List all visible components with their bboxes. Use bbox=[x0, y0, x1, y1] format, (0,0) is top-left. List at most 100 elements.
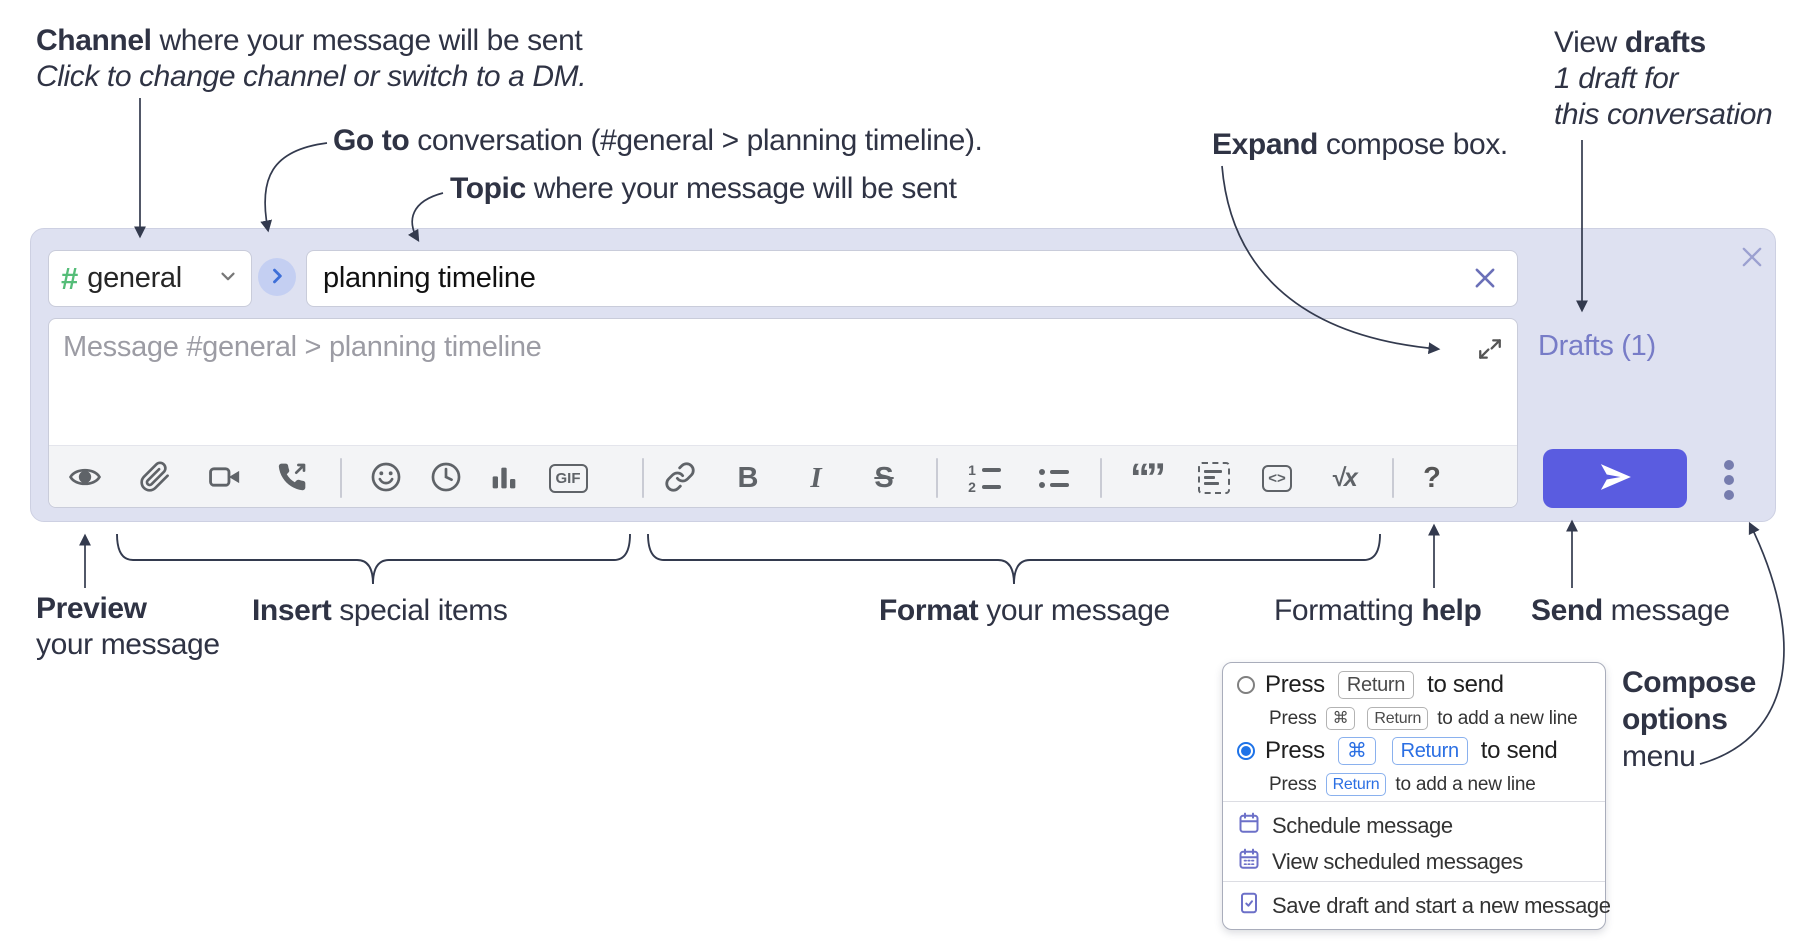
math-icon: √x bbox=[1331, 463, 1358, 492]
bar-chart-icon bbox=[488, 461, 520, 496]
topic-clear-button[interactable] bbox=[1468, 262, 1502, 296]
menu-item-save-draft[interactable]: Save draft and start a new message bbox=[1237, 891, 1611, 921]
menu-divider bbox=[1223, 801, 1605, 802]
annotation-preview: Preview bbox=[36, 592, 147, 625]
smiley-icon bbox=[369, 460, 403, 497]
italic-icon: I bbox=[810, 461, 822, 494]
compose-options-menu-button[interactable] bbox=[1712, 458, 1746, 502]
kebab-menu-icon bbox=[1724, 460, 1734, 500]
eye-icon bbox=[68, 460, 102, 497]
quote-icon: “” bbox=[1130, 456, 1166, 500]
message-placeholder: Message #general > planning timeline bbox=[63, 331, 542, 363]
chevron-down-icon bbox=[217, 265, 239, 292]
toolbar-divider bbox=[642, 458, 644, 498]
close-icon bbox=[1471, 264, 1499, 295]
annotation-compose-options-line2: options bbox=[1622, 703, 1728, 736]
annotation-insert: Insert special items bbox=[252, 594, 508, 627]
toolbar-divider bbox=[340, 458, 342, 498]
spoiler-button[interactable] bbox=[1192, 456, 1236, 500]
annotation-expand: Expand compose box. bbox=[1212, 128, 1508, 161]
quote-button[interactable]: “” bbox=[1124, 456, 1168, 500]
global-time-button[interactable] bbox=[424, 456, 468, 500]
insert-brace bbox=[116, 533, 631, 585]
annotation-formatting-help: Formatting help bbox=[1274, 594, 1482, 627]
italic-button[interactable]: I bbox=[794, 456, 838, 500]
save-draft-icon bbox=[1237, 891, 1261, 921]
drafts-link[interactable]: Drafts (1) bbox=[1538, 330, 1656, 362]
code-button[interactable]: <> bbox=[1255, 456, 1299, 500]
send-button[interactable] bbox=[1543, 449, 1687, 508]
spoiler-icon bbox=[1198, 462, 1230, 494]
chevron-right-icon bbox=[267, 266, 287, 289]
bulleted-list-icon bbox=[1039, 468, 1069, 488]
keycap: Return bbox=[1337, 671, 1415, 699]
channel-picker[interactable]: # general bbox=[48, 250, 252, 307]
gif-icon: GIF bbox=[548, 463, 588, 493]
preview-button[interactable] bbox=[63, 456, 107, 500]
annotation-compose-options-line1: Compose bbox=[1622, 666, 1756, 699]
annotation-view-drafts-line3: this conversation bbox=[1554, 98, 1773, 131]
video-call-button[interactable] bbox=[203, 456, 247, 500]
compose-toolbar bbox=[49, 445, 1517, 507]
attach-file-button[interactable] bbox=[133, 456, 177, 500]
menu-divider bbox=[1223, 881, 1605, 882]
menu-item-view-scheduled-messages[interactable]: View scheduled messages bbox=[1237, 847, 1523, 877]
annotation-goto: Go to conversation (#general > planning … bbox=[333, 124, 983, 157]
emoji-button[interactable] bbox=[364, 456, 408, 500]
expand-compose-button[interactable] bbox=[1475, 335, 1505, 365]
question-mark-icon: ? bbox=[1423, 461, 1441, 494]
goto-connector bbox=[260, 142, 328, 233]
bold-icon: B bbox=[737, 461, 759, 494]
radio-selected-icon[interactable] bbox=[1237, 742, 1255, 760]
video-camera-icon bbox=[208, 460, 242, 497]
toolbar-divider bbox=[1392, 458, 1394, 498]
toolbar-divider bbox=[936, 458, 938, 498]
phone-call-icon bbox=[276, 461, 308, 496]
audio-call-button[interactable] bbox=[270, 456, 314, 500]
keycap: Return bbox=[1367, 707, 1429, 731]
keycap: Return bbox=[1391, 737, 1468, 765]
code-icon: <> bbox=[1262, 464, 1292, 492]
keycap: Return bbox=[1325, 773, 1387, 797]
annotation-format: Format your message bbox=[879, 594, 1170, 627]
link-icon bbox=[664, 461, 696, 496]
topic-input[interactable] bbox=[306, 250, 1518, 307]
gif-button[interactable]: GIF bbox=[544, 456, 592, 500]
poll-button[interactable] bbox=[482, 456, 526, 500]
channel-hash-icon: # bbox=[61, 260, 79, 296]
annotation-view-drafts: View drafts bbox=[1554, 26, 1706, 59]
annotation-topic: Topic where your message will be sent bbox=[450, 172, 957, 205]
radio-unselected-icon[interactable] bbox=[1237, 676, 1255, 694]
strikethrough-button[interactable]: S bbox=[862, 456, 906, 500]
compose-close-button[interactable] bbox=[1736, 242, 1768, 274]
math-button[interactable]: √x bbox=[1322, 456, 1366, 500]
bulleted-list-button[interactable] bbox=[1032, 456, 1076, 500]
bold-button[interactable]: B bbox=[726, 456, 770, 500]
link-button[interactable] bbox=[658, 456, 702, 500]
keycap: ⌘ bbox=[1325, 707, 1356, 731]
menu-item-schedule-message[interactable]: Schedule message bbox=[1237, 811, 1453, 841]
go-to-conversation-button[interactable] bbox=[258, 258, 296, 296]
annotation-preview-line2: your message bbox=[36, 628, 220, 661]
annotation-view-drafts-line2: 1 draft for bbox=[1554, 62, 1678, 95]
send-icon bbox=[1597, 459, 1633, 498]
formatting-help-button[interactable]: ? bbox=[1410, 456, 1454, 500]
channel-name: general bbox=[87, 262, 182, 294]
calendar-grid-icon bbox=[1237, 847, 1261, 877]
strikethrough-icon: S bbox=[874, 461, 894, 494]
annotation-channel: Channel where your message will be sent bbox=[36, 24, 583, 57]
clock-icon bbox=[429, 460, 463, 497]
annotation-channel-bold: Channel bbox=[36, 24, 152, 57]
calendar-icon bbox=[1237, 811, 1261, 841]
keycap: ⌘ bbox=[1337, 737, 1376, 765]
close-icon bbox=[1738, 243, 1766, 274]
paperclip-icon bbox=[139, 461, 171, 496]
